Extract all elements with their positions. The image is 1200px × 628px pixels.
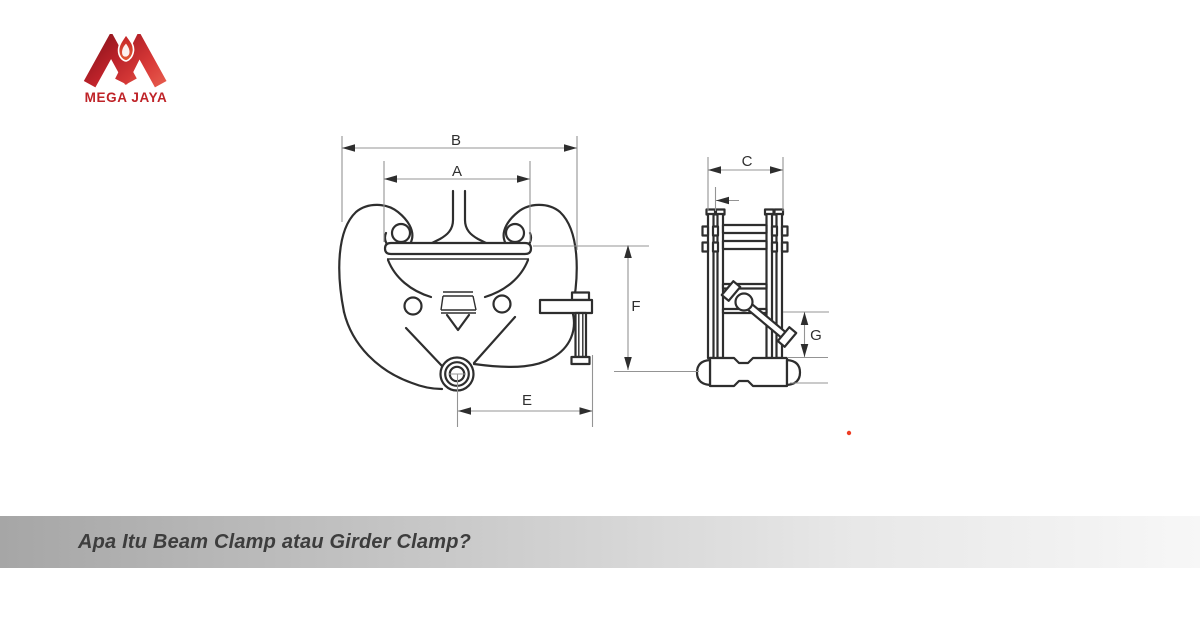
dim-label-e: E [522, 392, 532, 409]
mega-jaya-logo: MEGA JAYA [76, 34, 176, 105]
caption-bar: Apa Itu Beam Clamp atau Girder Clamp? [0, 516, 1200, 568]
red-dot-artifact [846, 430, 852, 436]
side-bracket [538, 291, 594, 366]
logo-m-right-peak [115, 34, 167, 88]
dim-label-b: B [451, 132, 461, 149]
left-pin [390, 222, 412, 244]
dim-label-f: F [631, 298, 640, 315]
handle-ball [734, 292, 754, 312]
right-hole [492, 294, 512, 314]
right-pin [504, 222, 526, 244]
dimension-lines: B A C E F G [341, 132, 829, 427]
dim-label-g: G [810, 327, 822, 344]
dim-label-a: A [452, 163, 462, 180]
side-view [695, 208, 802, 388]
beam-clamp-technical-drawing: B A C E F G [338, 132, 852, 436]
mega-jaya-logo-icon [83, 34, 167, 88]
dim-label-c: C [742, 153, 753, 170]
tommy-bar-handle [720, 280, 798, 348]
front-view [338, 189, 594, 392]
left-hole [403, 296, 423, 316]
shackle-bolt [695, 356, 802, 388]
flame-inner-icon [122, 43, 130, 57]
logo-wordmark: MEGA JAYA [84, 90, 168, 105]
caption-title: Apa Itu Beam Clamp atau Girder Clamp? [78, 530, 472, 553]
